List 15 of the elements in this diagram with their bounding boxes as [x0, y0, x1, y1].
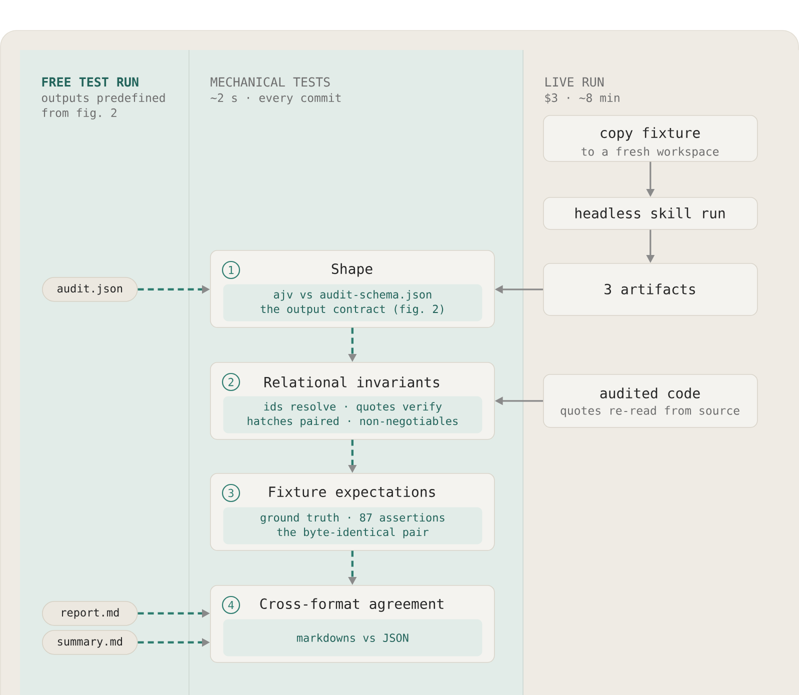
node-label: outputs predefined from fig. 2	[42, 93, 165, 120]
detail-box: ajv vs audit-schema.json the output contract (fig. 2)	[223, 284, 482, 322]
process-box: audited code quotes re-read from source	[543, 374, 758, 428]
node-label: FREE TEST RUN	[42, 77, 138, 87]
process-box: headless skill run	[543, 197, 758, 230]
file-pill: report.md	[42, 601, 138, 626]
process-box: 3 artifacts	[543, 263, 758, 316]
node-label: $3 · ~8 min	[545, 93, 620, 104]
file-pill: summary.md	[42, 630, 138, 655]
detail-box: ground truth · 87 assertions the byte-identical pair	[223, 507, 482, 544]
detail-box: ids resolve · quotes verify hatches paired · non-negotiables	[223, 396, 482, 434]
file-pill: audit.json	[42, 277, 138, 302]
detail-box: markdowns vs JSON	[223, 619, 482, 656]
node-label: LIVE RUN	[546, 77, 604, 87]
process-box: copy fixture to a fresh workspace	[543, 115, 758, 162]
